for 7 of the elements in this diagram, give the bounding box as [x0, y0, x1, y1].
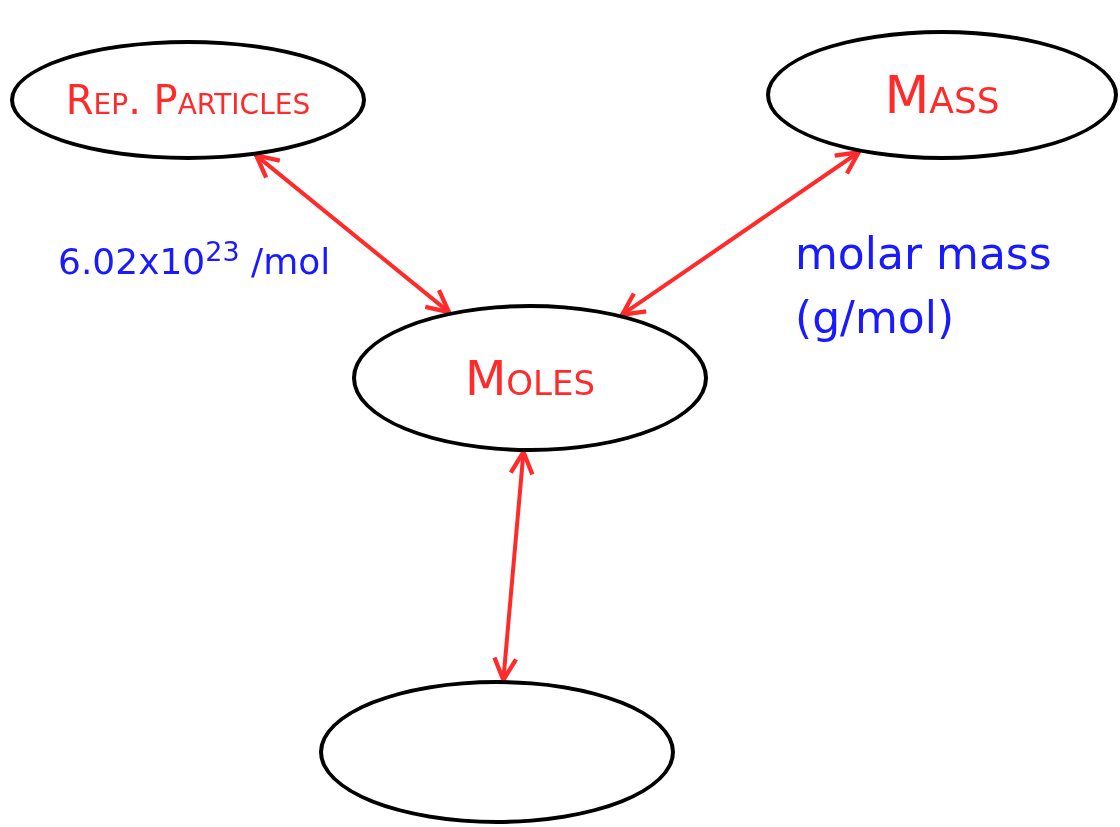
double-arrow	[620, 150, 861, 317]
node-label: Mass	[884, 64, 1000, 127]
edge-label: molar mass (g/mol)	[795, 227, 1053, 345]
node-label: Moles	[464, 349, 596, 408]
double-arrow	[492, 449, 535, 683]
edge-label: 6.02x10$^{23}$ /mol	[58, 235, 332, 284]
node-label: Rep. Particles	[65, 76, 311, 125]
